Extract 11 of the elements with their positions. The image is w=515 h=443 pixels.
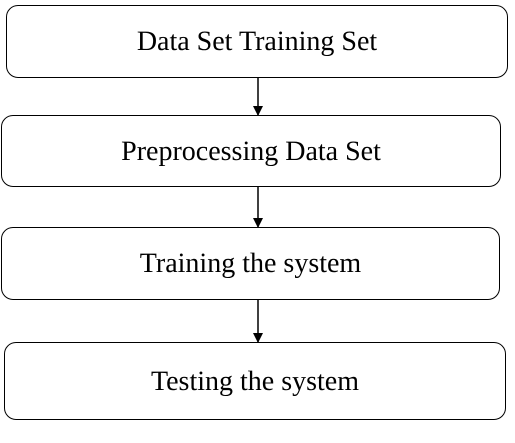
- arrow: [253, 300, 263, 343]
- process-box: [6, 5, 508, 78]
- process-box: [4, 342, 506, 420]
- arrow: [253, 187, 263, 228]
- process-box: [1, 115, 501, 187]
- box-label: Data Set Training Set: [136, 25, 378, 59]
- arrow: [253, 78, 263, 116]
- box-label: Training the system: [140, 247, 362, 281]
- box-label: Preprocessing Data Set: [121, 134, 381, 168]
- box-label: Testing the system: [150, 364, 360, 398]
- process-box: [1, 227, 500, 300]
